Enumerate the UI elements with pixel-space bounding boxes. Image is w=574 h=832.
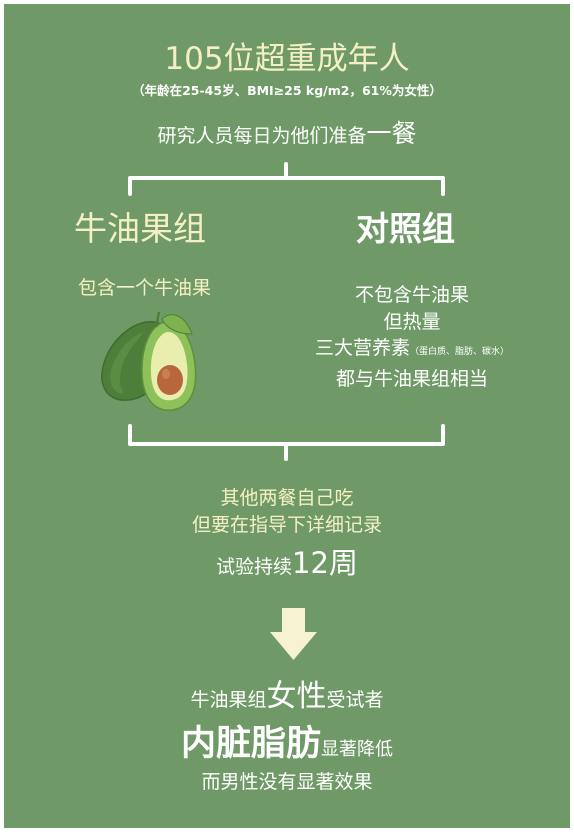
avocado-pit: [157, 365, 183, 395]
control-line-1: 不包含牛油果: [354, 284, 469, 306]
top-bracket: [128, 162, 445, 196]
avocado-leaf: [154, 311, 193, 335]
duration-value: 12周: [292, 546, 358, 580]
result-subject-label: 受试者: [326, 689, 384, 711]
result-line-3: 而男性没有显著效果: [201, 771, 373, 793]
control-group-description: 不包含牛油果 但热量 三大营养素（蛋白质、脂肪、碳水） 都与牛油果组相当: [292, 282, 532, 392]
study-title: 105位超重成年人: [164, 41, 410, 77]
control-group-title: 对照组: [356, 209, 455, 248]
avocado-icon: [101, 311, 197, 411]
visceral-fat-emphasis: 内脏脂肪: [180, 724, 321, 764]
halved-avocado: [141, 321, 197, 411]
significant-reduction-label: 显著降低: [321, 739, 393, 760]
result-line-1: 牛油果组女性受试者: [4, 679, 570, 715]
bottom-bracket: [128, 424, 445, 461]
control-line-4: 都与牛油果组相当: [335, 367, 488, 390]
one-meal-emphasis: 一餐: [366, 119, 417, 148]
infographic-canvas: 105位超重成年人 （年龄在25-45岁、BMI≥25 kg/m2，61%为女性…: [4, 4, 570, 828]
avocado-group-title: 牛油果组: [74, 209, 206, 248]
other-meals-text: 其他两餐自己吃 但要在指导下详细记录: [4, 485, 570, 538]
control-line-2: 但热量: [383, 310, 441, 333]
result-female-emphasis: 女性: [266, 679, 327, 714]
duration-label: 试验持续: [216, 556, 293, 578]
study-subtitle: （年龄在25-45岁、BMI≥25 kg/m2，61%为女性）: [132, 83, 442, 98]
meal-prep-label: 研究人员每日为他们准备: [157, 125, 367, 147]
other-meals-line-2: 但要在指导下详细记录: [191, 513, 382, 536]
result-line-2: 内脏脂肪显著降低: [4, 724, 570, 764]
control-line-3: 三大营养素（蛋白质、脂肪、碳水）: [292, 335, 532, 366]
result-group-label: 牛油果组: [190, 689, 267, 711]
avocado-group-description: 包含一个牛油果: [78, 277, 212, 299]
macronutrients-note: （蛋白质、脂肪、碳水）: [410, 347, 510, 357]
other-meals-line-1: 其他两餐自己吃: [220, 487, 354, 509]
meal-prep-text: 研究人员每日为他们准备一餐: [4, 119, 570, 149]
down-arrow-icon: [270, 608, 317, 660]
macronutrients-label: 三大营养素: [314, 337, 410, 359]
trial-duration: 试验持续12周: [4, 546, 570, 580]
brackets-and-arrow: [128, 162, 445, 660]
